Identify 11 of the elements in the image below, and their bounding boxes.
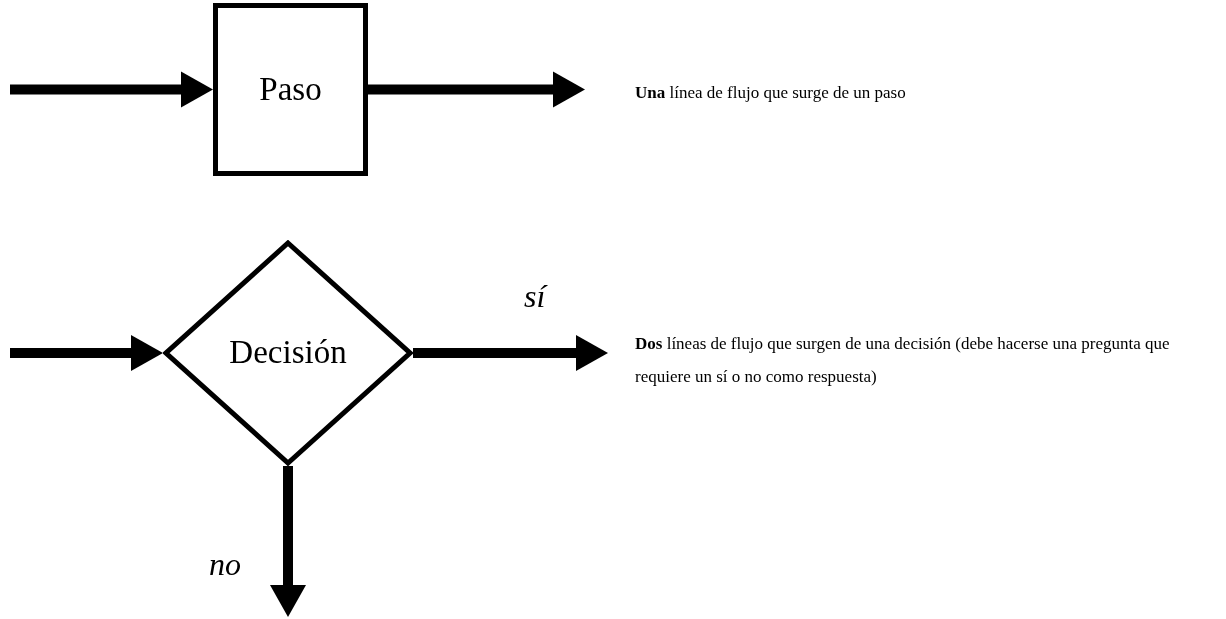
arrow [413, 335, 608, 371]
description-text: Una línea de flujo que surge de un paso [635, 82, 907, 104]
node-label: Decisión [229, 333, 347, 373]
arrow [270, 466, 306, 617]
arrow [10, 71, 213, 108]
decision-diamond [163, 240, 413, 466]
description-text: Dos líneas de flujo que surgen de una decisión (debe hacerse una pregunta que requiere un sí o no como respuesta) [635, 333, 1171, 388]
arrow [10, 335, 163, 371]
process-box [213, 3, 368, 176]
arrow [368, 71, 585, 108]
node-label: Paso [259, 69, 322, 109]
